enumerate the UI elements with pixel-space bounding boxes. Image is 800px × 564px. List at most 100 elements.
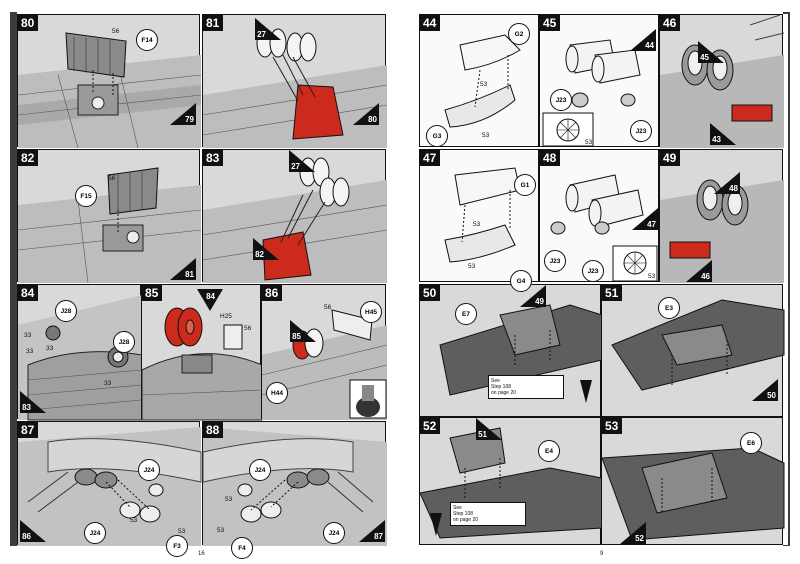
note-line: Step 108 [491, 384, 512, 390]
step-number: 47 [420, 150, 441, 166]
step-ref-label: 52 [635, 534, 644, 543]
step-ref-triangle: 83 [20, 391, 46, 413]
part-label: 53 [178, 528, 186, 535]
part-label: 53 [480, 81, 488, 88]
step-ref-triangle: 50 [752, 379, 778, 401]
step-ref-label: 87 [374, 532, 383, 541]
step-ref-label: 51 [478, 430, 487, 439]
step-number: 84 [18, 285, 39, 301]
part-label: 53 [473, 221, 481, 228]
step-81-panel: 81 27 80 [202, 14, 388, 148]
part-label: 56 [324, 304, 332, 311]
step-ref-triangle: 43 [710, 123, 736, 145]
step-48-illustration [550, 174, 658, 282]
step-number: 45 [540, 15, 561, 31]
step-52-panel: 52 51 E4 See Step 108 on page 20 [419, 417, 603, 545]
step-ref-triangle: 86 [20, 520, 46, 542]
part-callout: H45 [360, 301, 382, 323]
step-85-panel: 85 84 H25 56 [141, 284, 263, 421]
step-number: 50 [420, 285, 441, 301]
step-84-panel: 84 J28 33 J28 33 33 33 83 [17, 284, 143, 421]
step-46-panel: 46 45 43 [659, 14, 785, 148]
step-48-panel: 48 47 J23 J23 53 [539, 149, 659, 282]
step-ref-label: 49 [535, 297, 544, 306]
step-number: 85 [142, 285, 163, 301]
step-ref-triangle: 82 [253, 238, 279, 260]
step-ref-triangle: 47 [632, 208, 658, 230]
step-ref-label: 84 [206, 292, 215, 301]
part-callout: J23 [550, 89, 572, 111]
part-callout: J23 [582, 260, 604, 282]
part-label: 33 [24, 332, 32, 339]
step-87-panel: 87 J24 53 53 J24 F3 86 [17, 421, 202, 557]
step-number: 44 [420, 15, 441, 31]
part-label: 53 [585, 139, 593, 146]
step-88-illustration [202, 427, 387, 546]
right-page: 44 G2 53 G3 53 45 44 J23 J23 53 [419, 14, 788, 545]
step-86-panel: 86 56 H45 H44 85 [261, 284, 388, 420]
step-ref-label: 27 [257, 30, 266, 39]
step-80-illustration [17, 32, 202, 149]
part-callout: G4 [510, 270, 532, 292]
step-number: 86 [262, 285, 283, 301]
part-label: 56 [108, 175, 116, 182]
step-83-illustration [202, 157, 388, 283]
see-step-note: See Step 108 on page 20 [488, 375, 564, 399]
part-callout: J28 [113, 331, 135, 353]
see-step-note: See Step 108 on page 20 [450, 502, 526, 526]
part-callout: E7 [455, 303, 477, 325]
step-47-panel: 47 G1 53 53 G4 [419, 149, 539, 292]
step-ref-label: 80 [368, 115, 377, 124]
step-ref-label: 83 [22, 403, 31, 412]
step-84-illustration [18, 295, 143, 421]
part-callout: E6 [740, 432, 762, 454]
step-number: 53 [602, 418, 623, 434]
step-ref-triangle: 52 [620, 522, 646, 544]
part-label: 53 [468, 263, 476, 270]
part-callout: H44 [266, 382, 288, 404]
part-callout: J24 [84, 522, 106, 544]
part-label: H25 [220, 313, 232, 320]
left-page-edge [10, 12, 17, 546]
note-line: on page 20 [491, 390, 517, 396]
step-ref-label: 50 [767, 391, 776, 400]
step-ref-triangle: 87 [359, 520, 385, 542]
step-45-panel: 45 44 J23 J23 53 [539, 14, 659, 147]
step-ref-label: 47 [647, 220, 656, 229]
step-47-illustration [444, 167, 521, 263]
step-86-illustration [261, 309, 388, 420]
part-label: 53 [217, 527, 225, 534]
step-ref-label: 85 [292, 332, 301, 341]
part-callout: J24 [249, 459, 271, 481]
step-ref-label: 46 [701, 272, 710, 281]
step-number: 80 [18, 15, 39, 31]
step-ref-triangle: 85 [290, 320, 316, 342]
step-82-illustration [17, 167, 202, 284]
step-number: 82 [18, 150, 39, 166]
part-label: 33 [46, 345, 54, 352]
step-49-illustration [660, 179, 784, 283]
part-callout: J23 [544, 250, 566, 272]
part-callout: G1 [514, 174, 536, 196]
step-81-illustration [202, 28, 388, 148]
step-51-illustration [611, 299, 785, 391]
part-callout: G3 [426, 125, 448, 147]
step-ref-triangle: 27 [289, 150, 315, 172]
note-line: See [491, 378, 500, 384]
step-82-panel: 82 56 F15 81 [17, 149, 202, 284]
left-page: 80 56 F14 79 81 27 80 [17, 14, 388, 559]
step-44-illustration [444, 34, 521, 128]
note-line: See [453, 505, 462, 511]
step-ref-triangle: 48 [714, 172, 740, 194]
step-ref-triangle: 79 [170, 103, 196, 125]
step-number: 52 [420, 418, 441, 434]
part-callout: F3 [166, 535, 188, 557]
step-ref-triangle: 46 [686, 260, 712, 282]
step-88-panel: 88 J24 53 53 F4 J24 87 [202, 421, 387, 559]
part-label: 53 [130, 517, 138, 524]
step-ref-triangle: 27 [255, 18, 281, 40]
part-label: 56 [112, 28, 120, 35]
step-51-panel: 51 E3 50 [601, 284, 785, 417]
step-53-illustration [601, 447, 785, 541]
part-callout: E4 [538, 440, 560, 462]
